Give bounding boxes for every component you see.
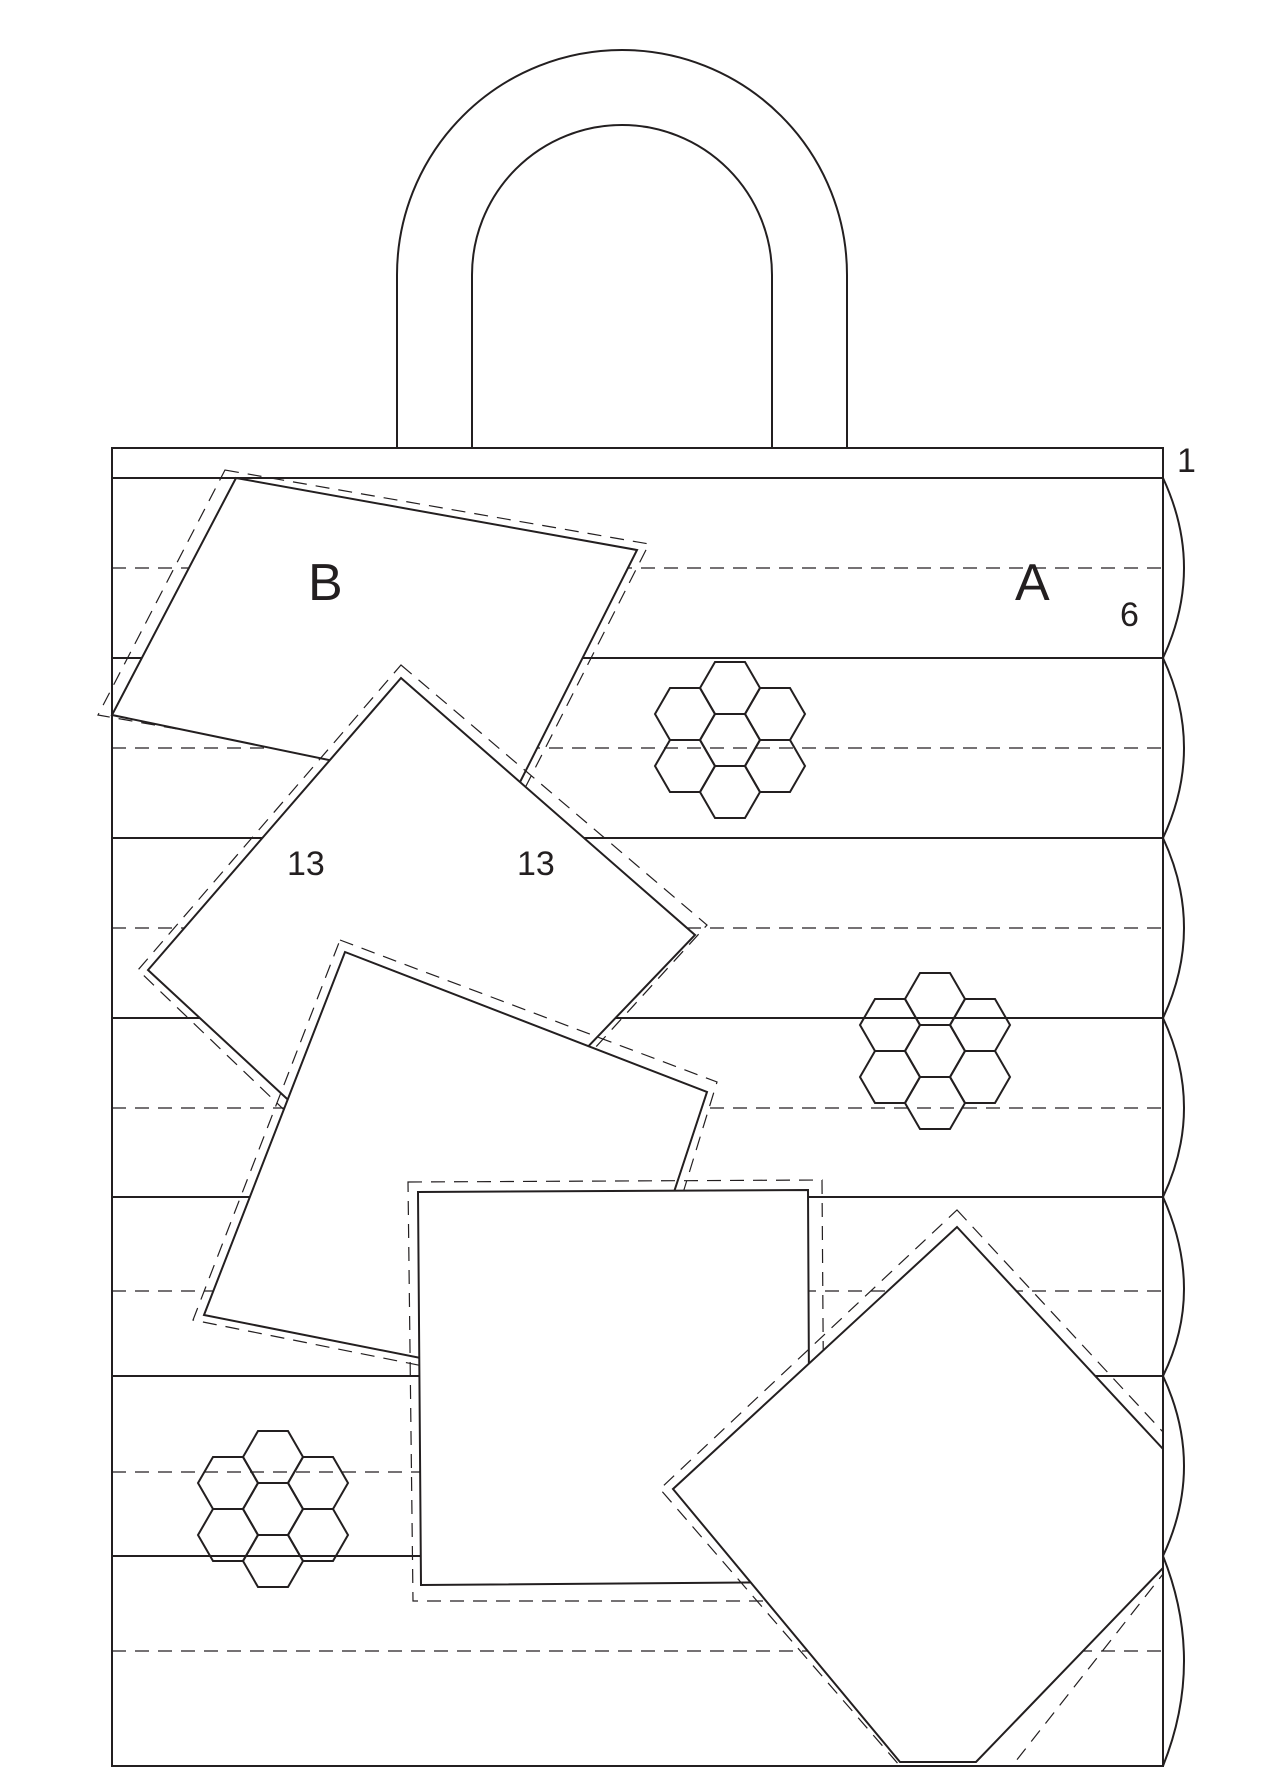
label-band-top: 1 xyxy=(1177,442,1196,480)
label-a: A xyxy=(1015,554,1050,612)
label-square-width-right: 13 xyxy=(517,845,555,883)
square-lower-right xyxy=(659,1209,1164,1767)
label-band-height: 6 xyxy=(1120,596,1139,634)
hexagon-flower-2 xyxy=(858,972,1012,1130)
bag-handle xyxy=(396,49,848,448)
side-bumps xyxy=(1162,477,1185,1767)
hexagon-flower-3 xyxy=(196,1430,350,1588)
label-square-width-left: 13 xyxy=(287,845,325,883)
hexagon-flower-1 xyxy=(653,661,807,819)
label-b: B xyxy=(308,554,343,612)
